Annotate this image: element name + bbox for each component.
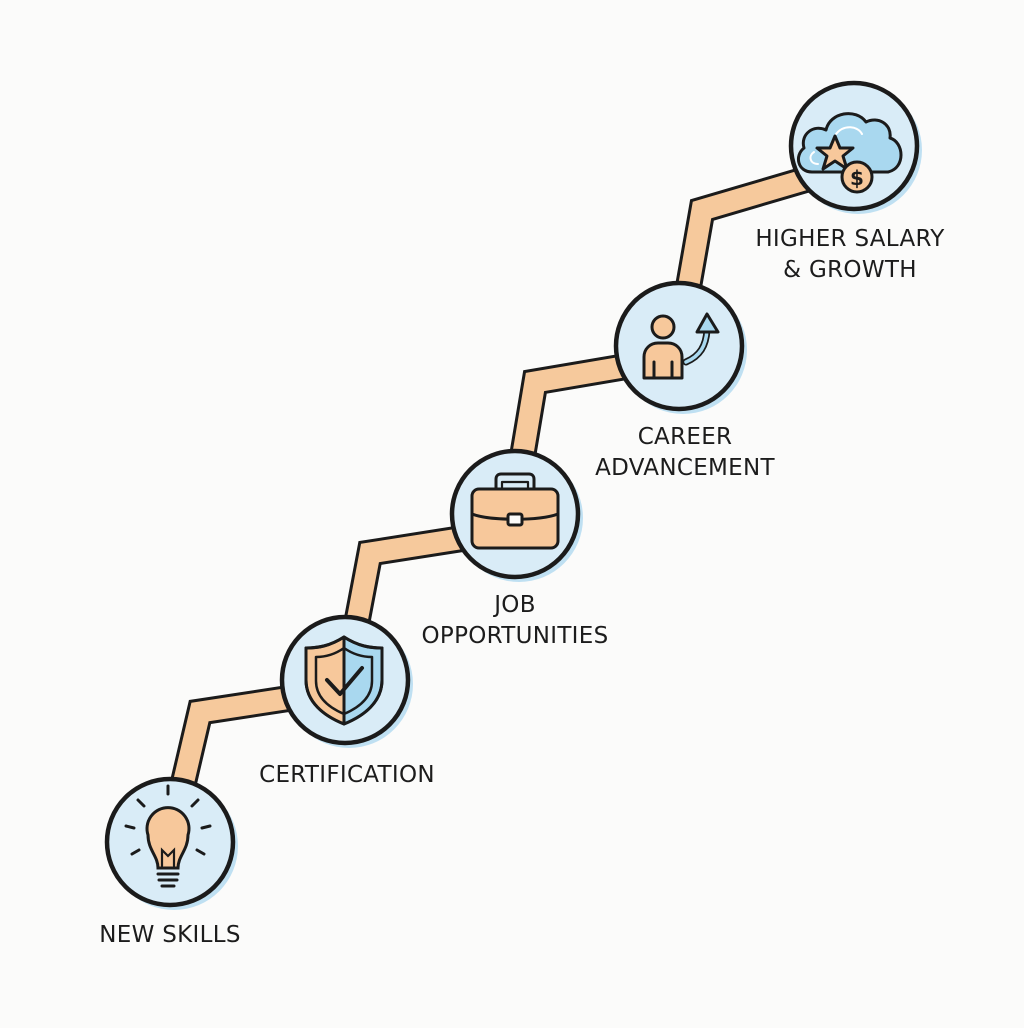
- step-label-higher-salary: HIGHER SALARY & GROWTH: [730, 224, 970, 286]
- briefcase-icon: [470, 472, 560, 550]
- step-job-node: [449, 448, 583, 582]
- step-new-skills-node: [104, 776, 238, 910]
- step-label-certification: CERTIFICATION: [232, 760, 462, 791]
- step-label-line: HIGHER SALARY: [755, 226, 945, 252]
- step-career-node: [613, 280, 747, 414]
- step-label-job-opportunities: JOB OPPORTUNITIES: [400, 590, 630, 652]
- lightbulb-icon: [124, 784, 212, 888]
- step-label-line: JOB: [494, 592, 536, 618]
- step-label-line: CAREER: [637, 424, 733, 450]
- step-salary-node: $: [788, 80, 922, 214]
- step-label-career-advancement: CAREER ADVANCEMENT: [570, 422, 800, 484]
- step-label-line: & GROWTH: [783, 257, 917, 283]
- person-arrow-up-icon: [642, 312, 720, 380]
- cloud-star-dollar-icon: $: [796, 112, 903, 194]
- svg-text:$: $: [850, 166, 864, 190]
- shield-check-icon: [304, 635, 384, 726]
- step-label-line: OPPORTUNITIES: [421, 623, 609, 649]
- step-label-line: ADVANCEMENT: [595, 455, 775, 481]
- step-certification-node: [279, 614, 413, 748]
- step-label-line: NEW SKILLS: [99, 922, 241, 948]
- step-label-line: CERTIFICATION: [259, 762, 435, 788]
- step-label-new-skills: NEW SKILLS: [70, 920, 270, 951]
